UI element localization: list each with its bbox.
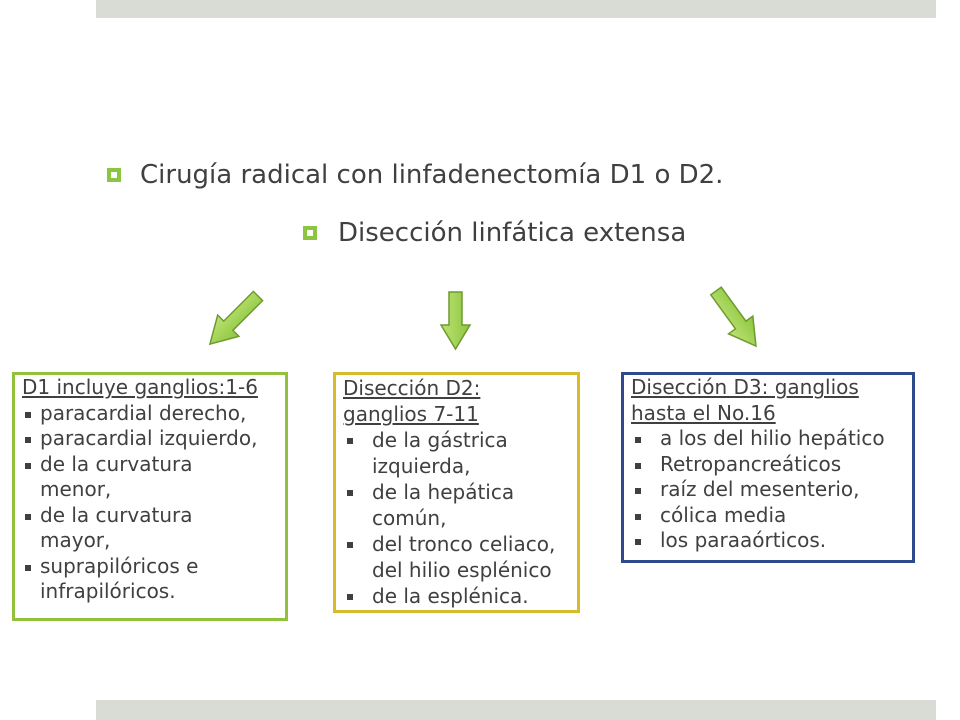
small-square-bullet-icon bbox=[347, 542, 353, 548]
list-item-text: cólica media bbox=[660, 502, 787, 527]
list-item: de la gástrica izquierda, bbox=[343, 427, 572, 479]
list-item-text: de la curvatura mayor, bbox=[40, 502, 193, 553]
list-item-text: de la curvatura menor, bbox=[40, 451, 193, 502]
square-bullet-icon bbox=[107, 168, 121, 182]
box-d2-title: Disección D2: ganglios 7-11 bbox=[343, 376, 481, 426]
list-item-text: raíz del mesenterio, bbox=[660, 477, 860, 501]
list-item: a los del hilio hepático bbox=[631, 426, 901, 452]
list-item: del tronco celiaco, del hilio esplénico bbox=[343, 531, 572, 583]
box-d2: Disección D2: ganglios 7-11 de la gástri… bbox=[333, 372, 580, 613]
list-item-text: a los del hilio hepático bbox=[660, 426, 885, 450]
list-item: de la hepática común, bbox=[343, 479, 572, 531]
box-d3-list: a los del hilio hepático Retropancreátic… bbox=[631, 426, 901, 554]
small-square-bullet-icon bbox=[635, 488, 641, 494]
list-item-text: de la hepática común, bbox=[372, 480, 515, 530]
list-item: raíz del mesenterio, bbox=[631, 477, 901, 503]
list-item-text: paracardial izquierdo, bbox=[40, 426, 258, 450]
list-item-text: del tronco celiaco, del hilio esplénico bbox=[372, 532, 556, 582]
list-item: de la esplénica. bbox=[343, 583, 572, 609]
box-d1-list: paracardial derecho, paracardial izquier… bbox=[22, 401, 263, 605]
list-item-text: los paraaórticos. bbox=[660, 528, 827, 552]
small-square-bullet-icon bbox=[25, 411, 31, 418]
list-item: suprapilóricos e infrapilóricos. bbox=[22, 554, 263, 605]
small-square-bullet-icon bbox=[25, 564, 31, 571]
small-square-bullet-icon bbox=[347, 490, 353, 496]
small-square-bullet-icon bbox=[635, 539, 641, 545]
list-item-text: de la esplénica. bbox=[372, 584, 529, 608]
box-d1: D1 incluye ganglios:1-6 paracardial dere… bbox=[12, 372, 288, 621]
box-d3-title: Disección D3: ganglios hasta el No.16 bbox=[631, 375, 859, 425]
list-item-text: de la gástrica izquierda, bbox=[372, 428, 508, 478]
list-item: Retropancreáticos bbox=[631, 452, 901, 478]
small-square-bullet-icon bbox=[347, 438, 353, 444]
box-d2-list: de la gástrica izquierda, de la hepática… bbox=[343, 427, 572, 609]
arrow-down-left-icon bbox=[208, 290, 264, 346]
list-item-text: paracardial derecho, bbox=[40, 400, 247, 425]
top-band bbox=[96, 0, 936, 18]
list-item-text: Retropancreáticos bbox=[660, 451, 842, 476]
list-item: paracardial izquierdo, bbox=[22, 426, 263, 452]
list-item: cólica media bbox=[631, 503, 901, 529]
small-square-bullet-icon bbox=[635, 513, 641, 520]
list-item: los paraaórticos. bbox=[631, 528, 901, 554]
square-bullet-icon bbox=[303, 226, 317, 240]
bullet-surgery: Cirugía radical con linfadenectomía D1 o… bbox=[140, 160, 724, 190]
small-square-bullet-icon bbox=[347, 594, 353, 600]
bullet-dissection: Disección linfática extensa bbox=[338, 218, 687, 248]
box-d3: Disección D3: ganglios hasta el No.16 a … bbox=[621, 372, 915, 563]
box-d1-title: D1 incluye ganglios:1-6 bbox=[22, 375, 258, 399]
small-square-bullet-icon bbox=[635, 437, 641, 443]
small-square-bullet-icon bbox=[25, 437, 31, 443]
arrow-down-icon bbox=[439, 291, 472, 351]
small-square-bullet-icon bbox=[635, 462, 641, 469]
list-item: de la curvatura menor, bbox=[22, 452, 263, 503]
list-item: de la curvatura mayor, bbox=[22, 503, 263, 554]
list-item-text: suprapilóricos e infrapilóricos. bbox=[40, 553, 199, 604]
arrow-down-right-icon bbox=[709, 286, 757, 348]
small-square-bullet-icon bbox=[25, 462, 31, 469]
bottom-band bbox=[96, 700, 936, 720]
small-square-bullet-icon bbox=[25, 513, 31, 520]
list-item: paracardial derecho, bbox=[22, 401, 263, 427]
